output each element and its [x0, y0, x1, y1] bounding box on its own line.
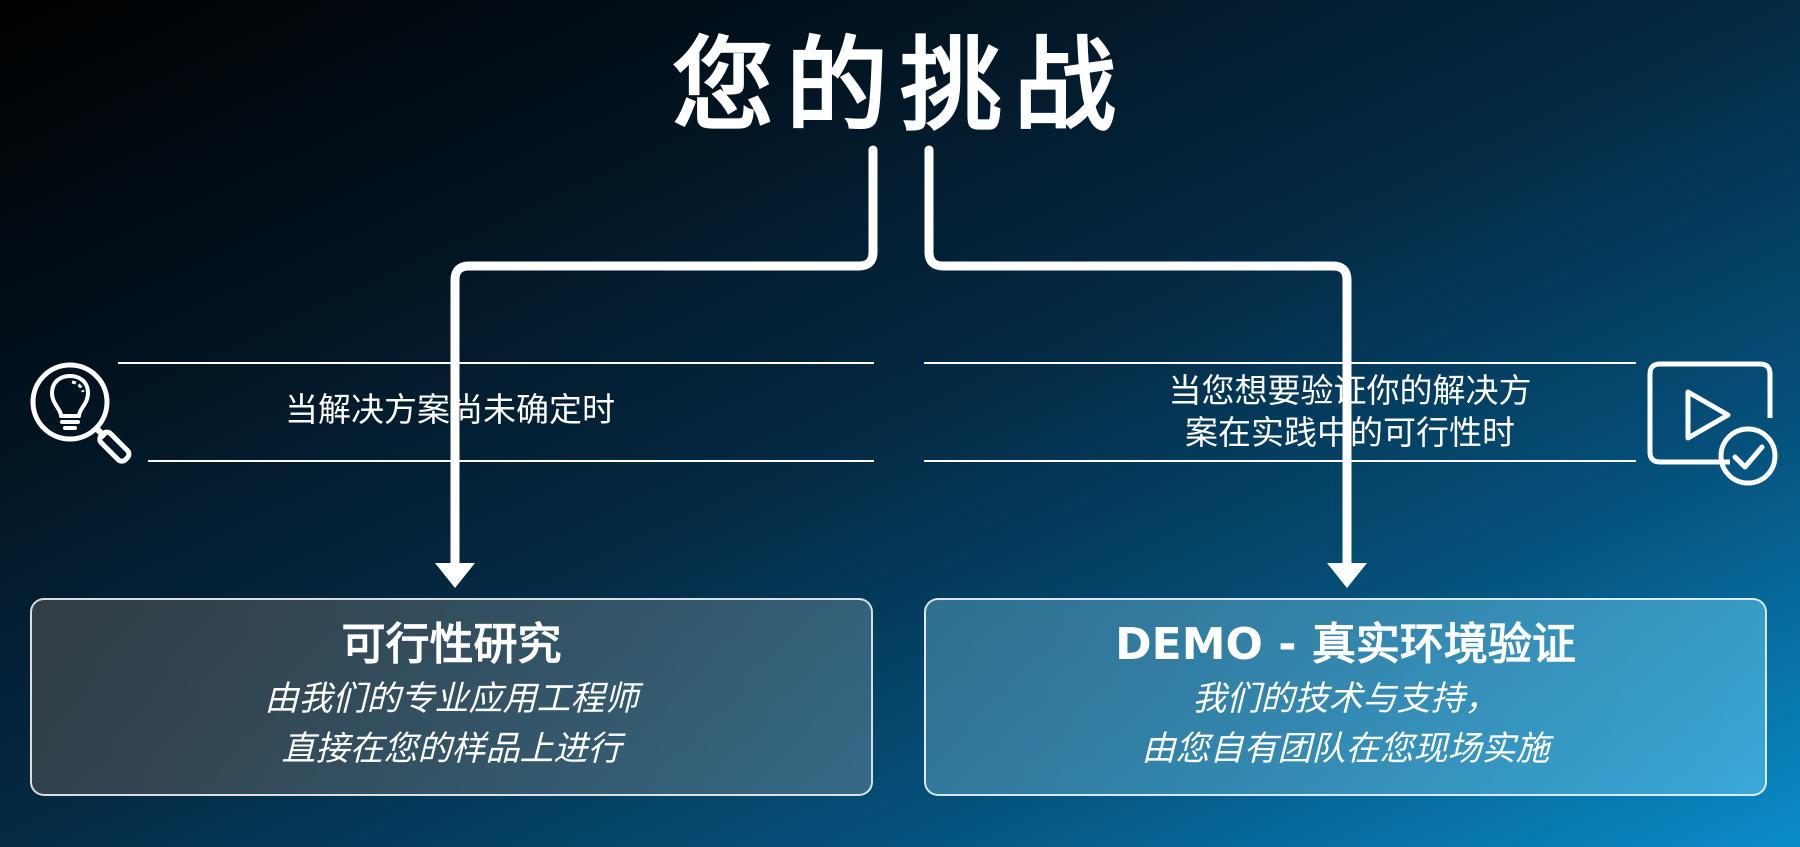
arrow-down-right — [1327, 563, 1367, 588]
condition-right-line: 案在实践中的可行性时 — [1185, 413, 1515, 452]
condition-right-line: 当您想要验证你的解决方 — [1168, 371, 1532, 410]
condition-left: 当解决方案尚未确定时 — [180, 389, 720, 431]
demo-validation-box: DEMO - 真实环境验证 我们的技术与支持， 由您自有团队在您现场实施 — [924, 598, 1767, 796]
condition-right: 当您想要验证你的解决方 案在实践中的可行性时 — [1090, 370, 1610, 454]
feasibility-study-description: 直接在您的样品上进行 — [281, 729, 622, 769]
arrow-down-left — [435, 563, 475, 588]
condition-rules-right — [924, 362, 1636, 462]
demo-validation-description: 我们的技术与支持， — [1192, 679, 1499, 719]
condition-rules-left — [118, 362, 874, 462]
lightbulb-magnifier-icon — [30, 362, 132, 464]
page-title: 您的挑战 — [672, 27, 1128, 146]
branch-connector-left — [435, 145, 878, 588]
branch-connector-right — [924, 145, 1367, 588]
demo-validation-description: 由您自有团队在您现场实施 — [1141, 729, 1550, 769]
play-check-icon — [1647, 361, 1778, 486]
feasibility-study-box: 可行性研究 由我们的专业应用工程师 直接在您的样品上进行 — [30, 598, 873, 796]
feasibility-study-title: 可行性研究 — [341, 619, 562, 670]
demo-validation-title: DEMO - 真实环境验证 — [1115, 619, 1576, 670]
condition-left-line: 当解决方案尚未确定时 — [285, 390, 615, 429]
feasibility-study-description: 由我们的专业应用工程师 — [264, 679, 639, 719]
